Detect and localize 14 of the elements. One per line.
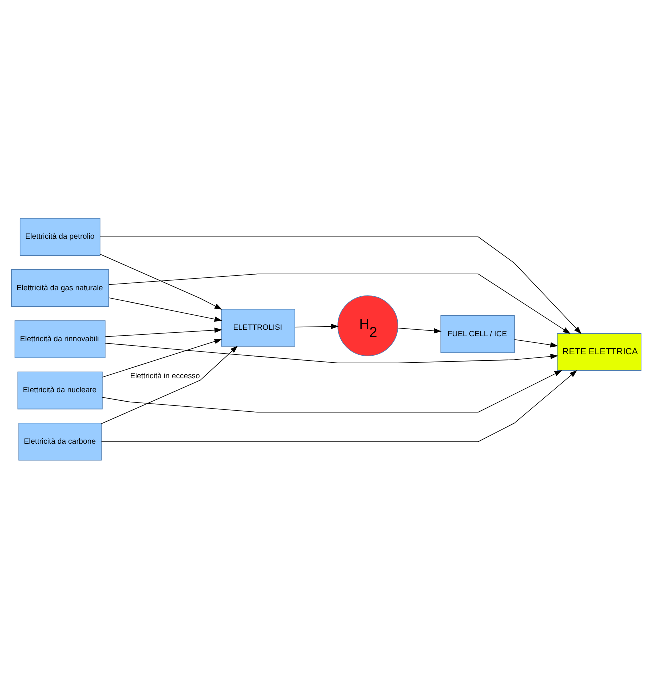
arrow [100, 254, 222, 310]
arrow [398, 328, 442, 334]
arrow [295, 324, 339, 330]
arrow [101, 370, 578, 442]
arrow [514, 339, 558, 348]
arrow [105, 343, 558, 364]
arrow [108, 298, 222, 322]
arrow [102, 370, 562, 413]
arrow [105, 328, 222, 338]
node-box: RETE ELETTRICA [557, 333, 642, 372]
arrow [101, 346, 238, 424]
arrow [108, 274, 571, 334]
arrow [100, 236, 582, 334]
arrow [102, 339, 222, 378]
